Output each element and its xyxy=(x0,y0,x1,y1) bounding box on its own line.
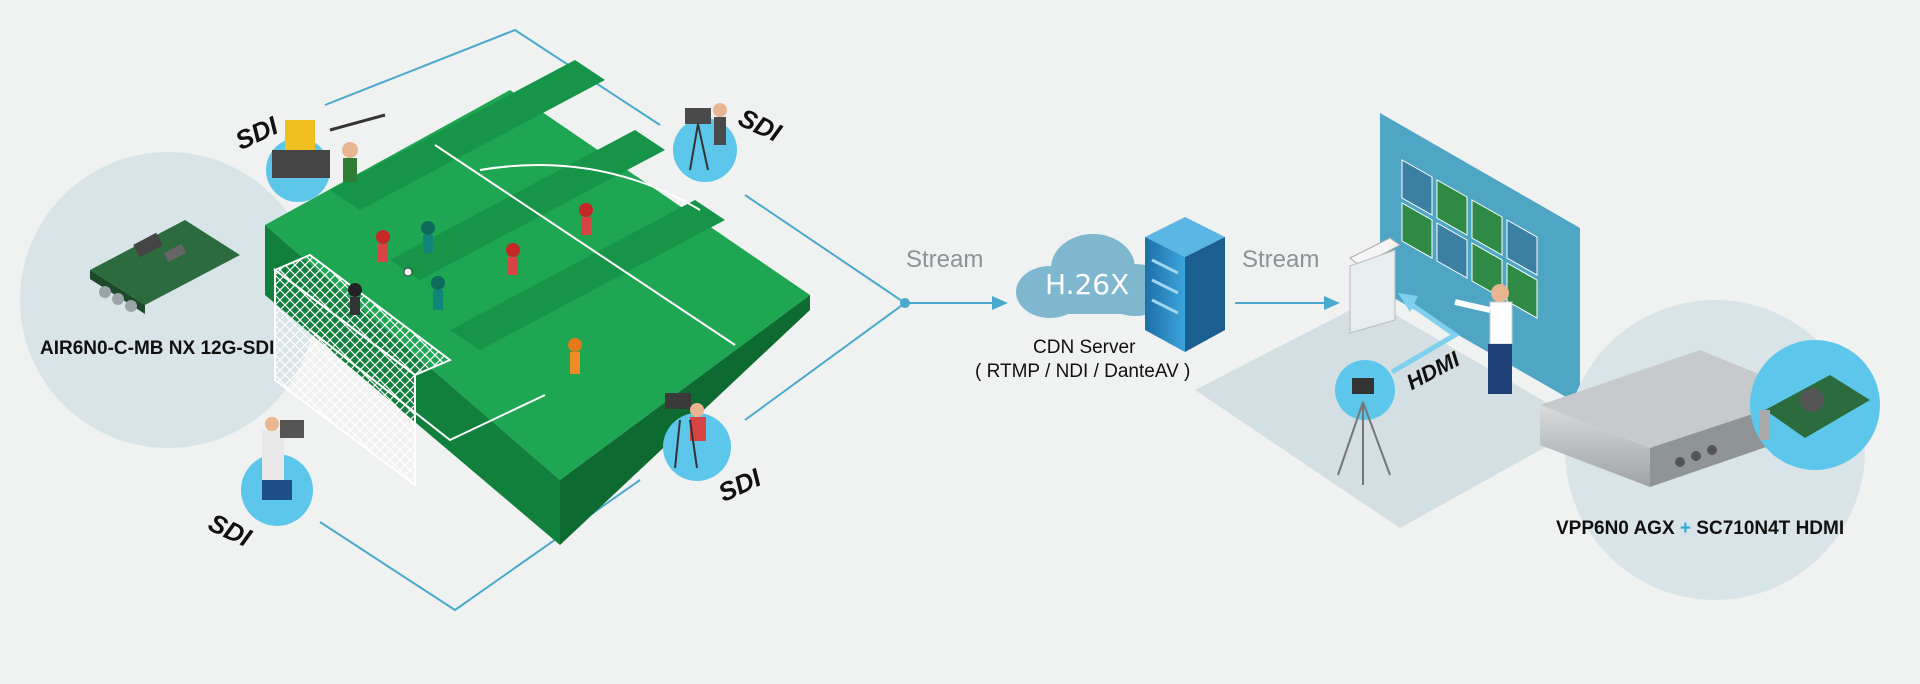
plus-sign: + xyxy=(1679,518,1692,539)
hdmi-arrow-head xyxy=(1398,293,1418,312)
camera-top-left xyxy=(266,113,386,202)
stream-label-left: Stream xyxy=(906,246,984,273)
video-wall-screens xyxy=(1401,159,1538,319)
capture-card-circle xyxy=(20,152,316,448)
projector-icon xyxy=(1349,237,1401,334)
cloud-codec-label: H.26X xyxy=(1045,268,1130,301)
soccer-goal xyxy=(273,253,452,487)
hdmi-camera-icon xyxy=(1335,360,1395,485)
presenter-figure xyxy=(1454,284,1513,394)
arrow-head-cdn xyxy=(992,296,1008,310)
camera-top-right xyxy=(673,103,737,182)
capture-card-label: AIR6N0-C-MB NX 12G-SDI xyxy=(40,338,275,359)
cdn-protocols: ( RTMP / NDI / DanteAV ) xyxy=(975,361,1191,382)
server-icon xyxy=(1145,217,1225,352)
hdmi-arrow xyxy=(1390,297,1460,375)
player-device-label: VPP6N0 AGX + SC710N4T HDMI xyxy=(1556,518,1844,540)
player-name-b: SC710N4T HDMI xyxy=(1696,518,1845,539)
floor-shadow xyxy=(1195,300,1585,528)
stream-label-right: Stream xyxy=(1242,246,1320,273)
cloud-icon xyxy=(1016,234,1169,318)
camera-bottom-right xyxy=(663,393,731,481)
graphics-card-image xyxy=(1760,375,1870,440)
camera-bottom-left xyxy=(241,417,313,526)
player-name-a: VPP6N0 AGX xyxy=(1556,518,1675,539)
capture-card-image xyxy=(90,220,240,314)
cdn-server-title: CDN Server xyxy=(1033,337,1136,358)
arrow-head-player xyxy=(1324,296,1340,310)
players xyxy=(348,203,593,374)
